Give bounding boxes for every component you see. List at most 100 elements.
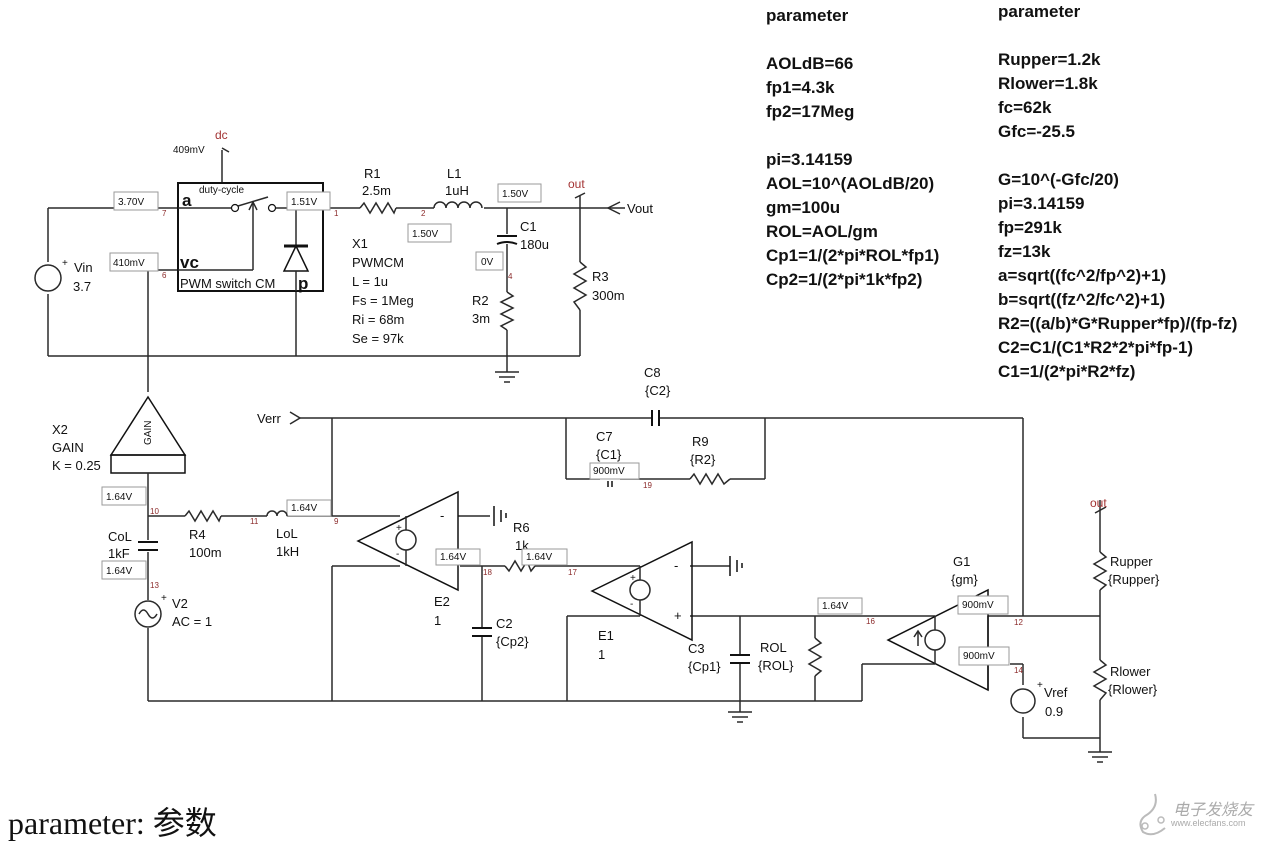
vin-source[interactable] <box>34 264 62 292</box>
resistor-r1[interactable] <box>359 201 397 215</box>
e1-plus: + <box>630 573 636 584</box>
vccs-g1[interactable] <box>886 588 989 692</box>
probe-n17[interactable]: 1.64V <box>521 548 568 566</box>
svg-text:1.64V: 1.64V <box>526 552 552 563</box>
svg-text:1.64V: 1.64V <box>291 503 317 514</box>
r3-label: R3 <box>592 269 609 284</box>
node-6: 6 <box>162 271 167 280</box>
node-17: 17 <box>568 568 577 577</box>
vref-source[interactable] <box>1010 688 1036 714</box>
r6-label: R6 <box>513 520 530 535</box>
svg-text:1.51V: 1.51V <box>291 197 317 208</box>
resistor-r3[interactable] <box>572 261 588 311</box>
probe-n12[interactable]: 900mV <box>957 595 1009 615</box>
capacitor-c7[interactable] <box>607 481 613 487</box>
c2-value: {Cp2} <box>496 634 529 649</box>
probe-n19[interactable]: 900mV <box>589 462 640 480</box>
resistor-rlower[interactable] <box>1092 659 1108 701</box>
probe-n2[interactable]: 1.50V <box>407 223 452 243</box>
ground-icon <box>1088 751 1112 763</box>
node-9: 9 <box>334 517 339 526</box>
resistor-rupper[interactable] <box>1092 551 1108 591</box>
ground-icon <box>729 556 743 576</box>
probe-n16[interactable]: 1.64V <box>817 597 863 615</box>
g1-value: {gm} <box>951 572 978 587</box>
param-line: G=10^(-Gfc/20) <box>998 170 1119 189</box>
pwm-pin-a: a <box>182 191 192 210</box>
probe-n4[interactable]: 0V <box>475 251 504 271</box>
capacitor-c1[interactable] <box>496 235 518 245</box>
watermark-logo-icon <box>1139 793 1166 836</box>
c3-label: C3 <box>688 641 705 656</box>
resistor-r2[interactable] <box>499 291 515 331</box>
probe-n13[interactable]: 1.64V <box>101 560 147 580</box>
vin-label: Vin <box>74 260 93 275</box>
resistor-r4[interactable] <box>184 509 222 523</box>
e2-minus-pin: - <box>440 508 444 523</box>
r1-value: 2.5m <box>362 183 391 198</box>
node-18: 18 <box>483 568 492 577</box>
capacitor-c2[interactable] <box>472 627 492 637</box>
c8-value: {C2} <box>645 383 671 398</box>
capacitor-col[interactable] <box>138 541 158 551</box>
probe-n10[interactable]: 1.64V <box>101 486 147 506</box>
watermark: 电子发烧友 www.elecfans.com <box>1135 790 1275 840</box>
inductor-l1[interactable] <box>433 201 483 209</box>
svg-text:1.64V: 1.64V <box>106 492 132 503</box>
probe-n18[interactable]: 1.64V <box>435 548 481 566</box>
watermark-cn: 电子发烧友 <box>1173 802 1254 819</box>
capacitor-c8[interactable] <box>651 410 660 426</box>
c2-label: C2 <box>496 616 513 631</box>
node-12: 12 <box>1014 618 1023 627</box>
probe-nout[interactable]: 1.50V <box>497 183 542 203</box>
pwm-pin-p: p <box>298 274 308 293</box>
probe-n14[interactable]: 900mV <box>958 646 1010 666</box>
svg-text:PWMCM: PWMCM <box>352 255 404 270</box>
param-line: AOLdB=66 <box>766 54 854 73</box>
inductor-lol[interactable] <box>266 510 288 517</box>
ac-source-v2[interactable] <box>134 600 162 628</box>
svg-text:1.64V: 1.64V <box>440 552 466 563</box>
c8-label: C8 <box>644 365 661 380</box>
vcvs-e2[interactable] <box>356 490 459 592</box>
param-line <box>998 144 1237 168</box>
svg-text:Ri = 68m: Ri = 68m <box>352 312 404 327</box>
param-line: a=sqrt((fc^2/fp^2)+1) <box>998 266 1167 285</box>
svg-text:1.50V: 1.50V <box>412 229 438 240</box>
gain-text: GAIN <box>143 421 154 445</box>
resistor-r9[interactable] <box>689 472 731 486</box>
vcvs-e1[interactable] <box>590 540 693 642</box>
param-line: fp2=17Meg <box>766 102 855 121</box>
r4-value: 100m <box>189 545 222 560</box>
svg-text:Fs = 1Meg: Fs = 1Meg <box>352 293 414 308</box>
probe-n6[interactable]: 410mV <box>109 252 159 272</box>
param-line: fz=13k <box>998 242 1051 261</box>
param-line: AOL=10^(AOLdB/20) <box>766 174 935 193</box>
param-line: Gfc=-25.5 <box>998 122 1076 141</box>
pwm-switch-block[interactable] <box>177 182 324 292</box>
probe-n9[interactable]: 1.64V <box>286 499 332 517</box>
probe-n7[interactable]: 3.70V <box>113 191 159 211</box>
param-line: fp=291k <box>998 218 1062 237</box>
r9-label: R9 <box>692 434 709 449</box>
param-line: Cp2=1/(2*pi*1k*fp2) <box>766 270 923 289</box>
rlower-label: Rlower <box>1110 664 1151 679</box>
e2-minus: - <box>396 549 399 560</box>
svg-text:900mV: 900mV <box>962 600 994 611</box>
r9-value: {R2} <box>690 452 716 467</box>
node-13: 13 <box>150 581 159 590</box>
col-label: CoL <box>108 529 132 544</box>
resistor-r6[interactable] <box>504 559 536 573</box>
svg-text:1.64V: 1.64V <box>822 601 848 612</box>
e1-minus-pin: - <box>674 558 678 573</box>
e2-plus: + <box>396 523 402 534</box>
capacitor-c3[interactable] <box>730 654 750 664</box>
resistor-rol[interactable] <box>807 637 823 677</box>
node-4: 4 <box>508 272 513 281</box>
param-line: Cp1=1/(2*pi*ROL*fp1) <box>766 246 940 265</box>
svg-text:1.50V: 1.50V <box>502 189 528 200</box>
probe-n1[interactable]: 1.51V <box>286 191 331 211</box>
